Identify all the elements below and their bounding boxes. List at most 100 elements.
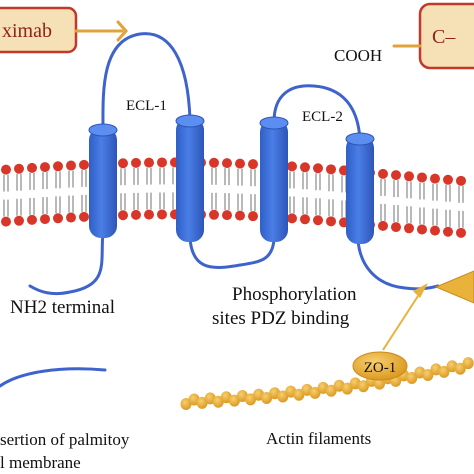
lipid-head	[40, 162, 50, 173]
zo1-label: ZO-1	[364, 360, 397, 376]
actin-bead	[454, 362, 466, 375]
lipid-head	[40, 214, 50, 225]
lipid-head	[287, 161, 297, 172]
lipid-head	[287, 213, 297, 224]
lipid-head	[27, 162, 37, 173]
lipid-head	[300, 214, 310, 225]
actin-bead	[462, 357, 474, 370]
lipid-head	[27, 214, 37, 225]
actin-bead	[245, 393, 256, 406]
helix-tm3	[259, 116, 289, 242]
helix-tm4	[345, 132, 375, 244]
actin-bead	[277, 390, 289, 403]
ecl2-loop	[272, 84, 362, 142]
lipid-head	[248, 211, 258, 222]
lipid-head	[313, 163, 323, 174]
lipid-head	[144, 157, 154, 168]
lipid-head	[1, 216, 11, 227]
actin-bead	[422, 369, 434, 381]
ecl1-label: ECL-1	[126, 98, 167, 114]
lipid-head	[14, 163, 24, 174]
helix-tm2	[175, 114, 205, 242]
palmitoylation-label-line1: sertion of palmitoy	[0, 430, 130, 449]
zo1-protein: ZO-1	[352, 351, 408, 381]
actin-bead	[261, 392, 273, 404]
nh2-terminal-label: NH2 terminal	[10, 297, 115, 318]
transmembrane-helices	[88, 114, 375, 244]
palmitoylation-label-line2: l membrane	[0, 453, 81, 472]
actin-bead	[374, 377, 385, 390]
lipid-head	[222, 158, 232, 169]
lipid-head	[118, 210, 128, 221]
antibody-label-left: ximab	[2, 20, 52, 42]
lipid-head	[14, 215, 24, 226]
lipid-head	[118, 158, 128, 169]
lipid-head	[391, 222, 401, 233]
lipid-head	[235, 158, 245, 169]
lipid-head	[157, 209, 167, 220]
lipid-head	[326, 216, 336, 227]
palmitoyl-membrane-segment	[0, 367, 107, 388]
nh2-tail	[28, 230, 105, 296]
actin-filament	[180, 357, 474, 410]
lipid-head	[131, 157, 141, 168]
actin-filaments-label: Actin filaments	[266, 429, 371, 448]
antibody-label-right: C–	[432, 26, 456, 48]
lipid-head	[456, 175, 466, 186]
helix-tm1	[88, 123, 118, 238]
lipid-head	[131, 209, 141, 220]
lipid-head	[417, 224, 427, 235]
lipid-head	[53, 213, 63, 224]
lipid-head	[209, 209, 219, 220]
lipid-head	[391, 170, 401, 181]
antibody-connector	[74, 20, 129, 42]
lipid-head	[443, 226, 453, 237]
lipid-head	[430, 225, 440, 236]
actin-bead	[293, 388, 305, 401]
lipid-head	[66, 212, 76, 223]
lipid-head	[79, 211, 89, 222]
antibody-box-left: ximab	[0, 6, 78, 54]
lipid-head	[378, 220, 388, 231]
antibody-box-right: C–	[418, 2, 474, 70]
lipid-head	[248, 159, 258, 170]
cooh-label: COOH	[334, 46, 382, 65]
lipid-bilayer	[1, 157, 466, 238]
actin-bead	[357, 380, 369, 393]
phosphorylation-label-line2: sites PDZ binding	[212, 308, 350, 329]
lipid-head	[300, 162, 310, 173]
lipid-head	[417, 172, 427, 183]
lipid-head	[157, 157, 167, 168]
lipid-head	[209, 157, 219, 168]
actin-bead	[180, 398, 192, 410]
lipid-head	[443, 174, 453, 185]
actin-bead	[309, 386, 321, 399]
ecl2-label: ECL-2	[302, 109, 343, 125]
lipid-head	[53, 161, 63, 172]
protein-chain	[28, 32, 440, 296]
actin-bead	[341, 382, 353, 395]
lipid-head	[79, 159, 89, 170]
cooh-tail	[356, 238, 440, 291]
lipid-head	[1, 164, 11, 175]
lipid-head	[404, 223, 414, 234]
lipid-head	[456, 227, 466, 238]
lipid-head	[404, 171, 414, 182]
intracellular-loop-1	[188, 236, 276, 270]
ecl1-loop	[101, 32, 192, 134]
lipid-head	[326, 164, 336, 175]
actin-bead	[196, 396, 208, 409]
phosphorylation-label-line1: Phosphorylation	[232, 284, 357, 305]
lipid-head	[430, 173, 440, 184]
lipid-head	[235, 210, 245, 221]
actin-bead	[406, 372, 418, 384]
lipid-head	[313, 215, 323, 226]
actin-bead	[325, 384, 337, 397]
lipid-head	[144, 209, 154, 220]
lipid-head	[378, 168, 388, 179]
zo1-binding-arrow	[382, 270, 474, 351]
lipid-head	[222, 210, 232, 221]
lipid-head	[66, 160, 76, 171]
cooh-extracellular	[334, 68, 360, 88]
